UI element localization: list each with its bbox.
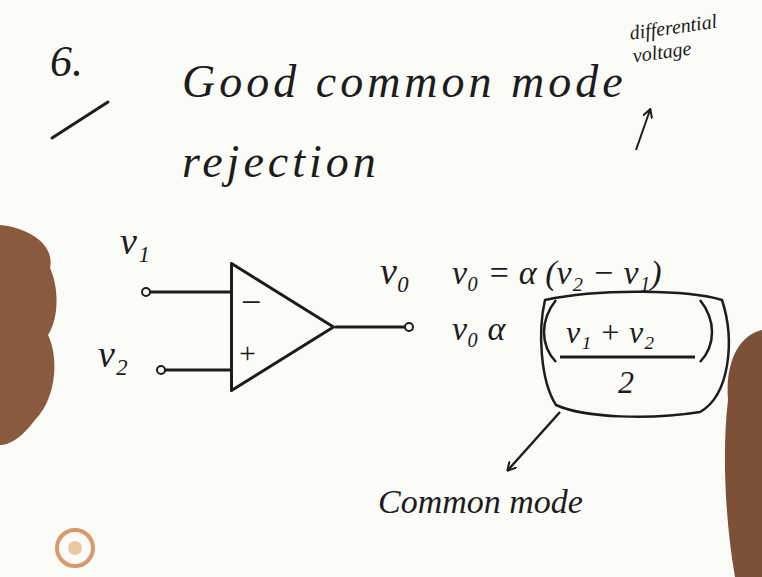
leader-arrow — [508, 412, 560, 470]
hand — [725, 330, 762, 577]
terminal — [405, 323, 413, 331]
signal-name: v₂ — [98, 335, 128, 373]
enclosure — [541, 292, 729, 417]
equation: v₀ α — [452, 312, 505, 346]
parenthesis — [544, 300, 556, 362]
input-wire — [150, 291, 230, 294]
equation: 2 — [618, 366, 634, 398]
logo — [68, 541, 82, 555]
inverting-sign: − — [241, 284, 261, 320]
terminal — [142, 288, 150, 296]
op-amp-outline — [232, 264, 334, 391]
item-number: 6. — [50, 40, 83, 84]
signal-name: v₀ — [380, 252, 410, 290]
annotation: Common mode — [378, 485, 583, 519]
underline — [52, 102, 108, 138]
op-amp-outline — [230, 262, 335, 392]
input-wire — [165, 369, 230, 372]
signal-name: v₁ — [120, 222, 150, 260]
equation: v₀ = α (v₂ − v₁) — [452, 256, 662, 290]
non-inverting-sign: + — [239, 338, 256, 368]
hand — [0, 225, 57, 445]
logo — [57, 530, 93, 566]
fraction-bar — [560, 356, 695, 359]
output-wire — [335, 326, 405, 329]
annotation: differential voltage — [628, 6, 751, 68]
equation: v₁ + v₂ — [566, 316, 654, 348]
heading: Good common mode rejection — [182, 42, 662, 202]
parenthesis — [700, 300, 712, 362]
leader-arrow — [636, 110, 650, 150]
op-amp-triangle: −+ — [230, 262, 335, 392]
terminal — [157, 366, 165, 374]
